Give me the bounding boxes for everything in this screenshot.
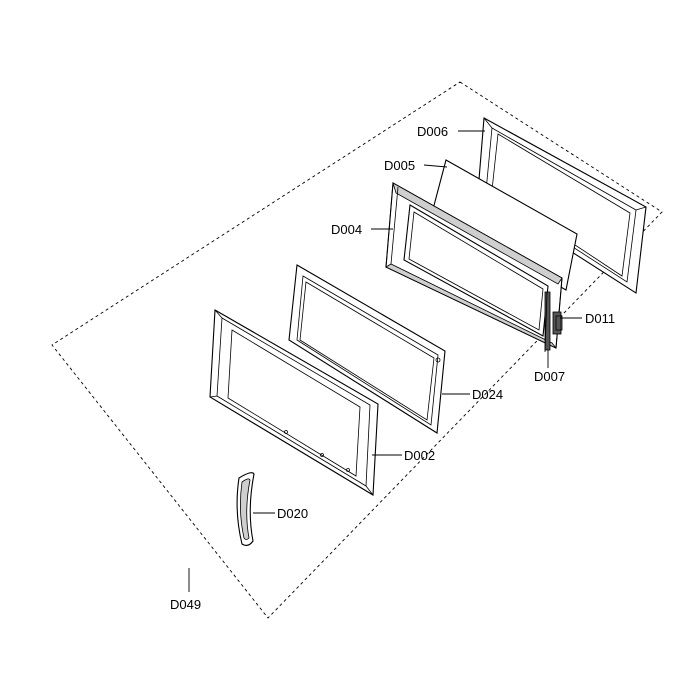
part-d005-sheet[interactable]: [431, 159, 578, 291]
leader-d005: [423, 164, 448, 168]
part-d004-door-frame[interactable]: [385, 182, 563, 349]
label-d020: D020: [277, 506, 308, 521]
label-d002: D002: [404, 448, 435, 463]
assembly-boundary: [51, 81, 663, 619]
label-d005: D005: [384, 158, 415, 173]
label-d049: D049: [170, 597, 201, 612]
label-d024: D024: [472, 387, 503, 402]
part-d011-hook[interactable]: [552, 311, 563, 335]
part-d024-glass[interactable]: [288, 264, 446, 434]
part-d002-front-door[interactable]: [209, 309, 379, 496]
label-d006: D006: [417, 124, 448, 139]
part-d007-latch[interactable]: [544, 291, 551, 353]
label-d007: D007: [534, 369, 565, 384]
label-d004: D004: [331, 222, 362, 237]
part-d020-handle[interactable]: [236, 472, 255, 547]
label-d011: D011: [585, 311, 615, 326]
part-d006-inner-frame[interactable]: [477, 117, 647, 294]
